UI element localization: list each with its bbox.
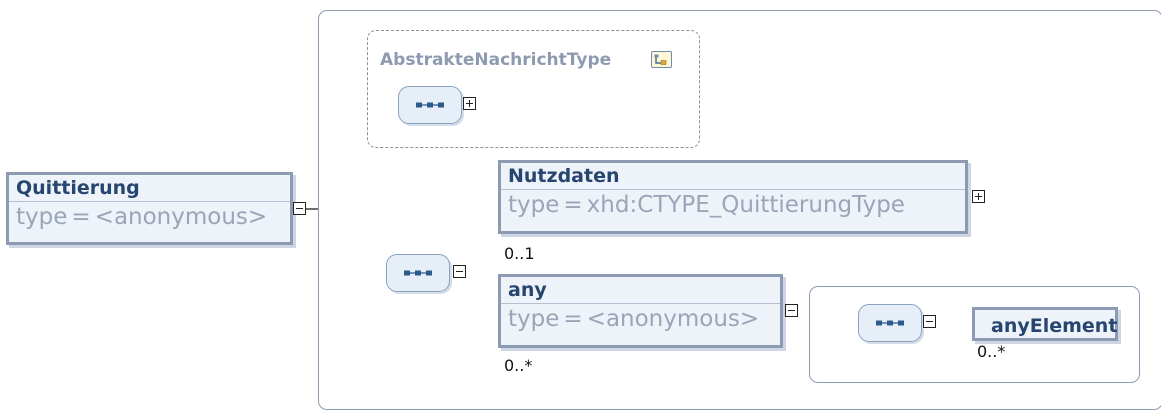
nutzdaten-name: Nutzdaten — [501, 163, 965, 190]
expand-toggle-nutzdaten[interactable] — [972, 190, 985, 203]
root-element-type: type=<anonymous> — [9, 202, 290, 230]
anyelement-cardinality: 0..* — [977, 342, 1006, 361]
type-eq: = — [71, 204, 91, 230]
type-label: type — [508, 192, 560, 218]
anyelement-name: anyElement — [991, 315, 1118, 337]
collapse-toggle-root[interactable] — [293, 202, 306, 215]
sequence-icon — [876, 320, 904, 326]
nutzdaten-cardinality: 0..1 — [504, 244, 535, 263]
base-type-name: AbstrakteNachrichtType — [380, 50, 612, 70]
sequence-compositor-base[interactable] — [398, 86, 462, 124]
collapse-toggle-any[interactable] — [785, 304, 798, 317]
type-label: type — [508, 306, 560, 332]
sequence-icon — [416, 102, 444, 108]
any-cardinality: 0..* — [504, 356, 533, 375]
type-label: type — [16, 204, 68, 230]
collapse-toggle-any-sequence[interactable] — [923, 315, 936, 328]
root-element-quittierung[interactable]: Quittierung type=<anonymous> — [6, 172, 293, 245]
expand-toggle-base-sequence[interactable] — [463, 97, 476, 110]
type-eq: = — [563, 306, 583, 332]
nutzdaten-type: type=xhd:CTYPE_QuittierungType — [501, 190, 965, 218]
sequence-compositor-main[interactable] — [386, 254, 450, 292]
sequence-icon — [404, 270, 432, 276]
collapse-toggle-main-sequence[interactable] — [453, 265, 466, 278]
element-any[interactable]: any type=<anonymous> — [498, 274, 783, 348]
type-value: xhd:CTYPE_QuittierungType — [586, 192, 905, 218]
type-eq: = — [563, 192, 583, 218]
root-element-name: Quittierung — [9, 175, 290, 202]
type-value: <anonymous> — [94, 204, 268, 230]
complex-type-icon[interactable] — [651, 51, 672, 68]
sequence-compositor-any[interactable] — [858, 304, 922, 342]
any-name: any — [501, 277, 780, 304]
element-nutzdaten[interactable]: Nutzdaten type=xhd:CTYPE_QuittierungType — [498, 160, 968, 234]
element-anyelement[interactable]: anyElement — [972, 307, 1118, 341]
any-type: type=<anonymous> — [501, 304, 780, 332]
type-value: <anonymous> — [586, 306, 760, 332]
